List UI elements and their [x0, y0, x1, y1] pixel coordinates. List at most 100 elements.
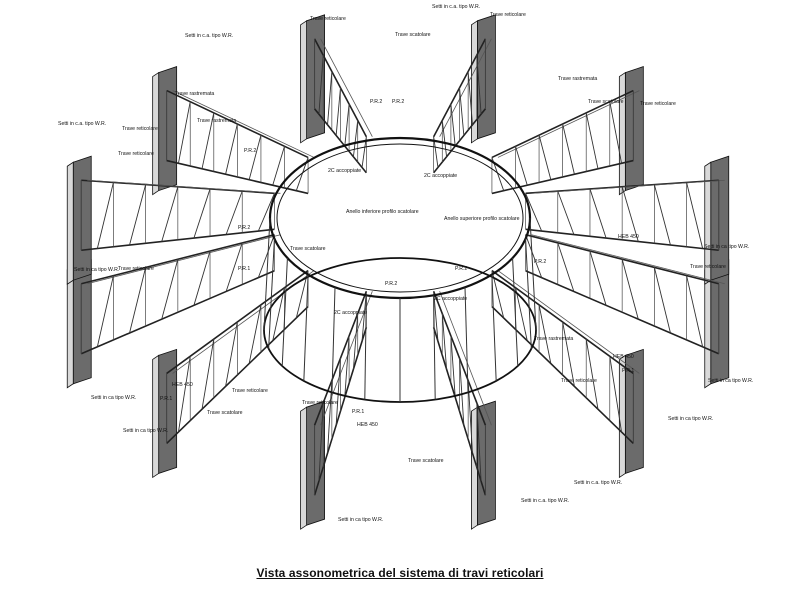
ring-post [433, 295, 436, 400]
truss-beam [166, 269, 315, 444]
wall-side [471, 406, 478, 530]
label-heb450-left: HEB 450 [172, 382, 193, 388]
web-member [525, 193, 543, 232]
concrete-wall [152, 66, 178, 196]
truss-beam [166, 89, 315, 195]
web-member [459, 358, 465, 426]
label-trave-rastremata-left: Trave rastremata [175, 91, 214, 97]
top-chord-inner [497, 90, 640, 158]
truss-beam [313, 290, 373, 496]
ring-post [281, 257, 288, 367]
truss-beam [432, 290, 492, 496]
web-member [352, 120, 359, 157]
ring-post [268, 238, 275, 349]
top-chord-inner [531, 234, 725, 285]
wall-side [300, 20, 307, 144]
label-pr1-left: P.R.1 [238, 266, 250, 272]
web-member [589, 250, 607, 306]
ring-post [263, 217, 271, 331]
label-setti-ca-tipo-wr-a: Setti in c.a. tipo W.R. [185, 33, 233, 39]
web-member [653, 267, 671, 334]
concrete-wall [66, 259, 92, 389]
web-member [476, 55, 482, 115]
top-chord-inner [320, 38, 373, 137]
label-pr1-bottom: P.R.1 [352, 409, 364, 415]
web-member [96, 182, 114, 249]
web-member [335, 358, 341, 426]
web-member [686, 182, 704, 249]
concrete-wall [471, 14, 496, 144]
truss-beam [80, 179, 281, 252]
concrete-wall [300, 400, 325, 530]
web-member [327, 71, 333, 125]
ring-post [491, 274, 497, 381]
concrete-wall [471, 400, 496, 530]
web-member [248, 135, 262, 180]
web-member [585, 112, 599, 169]
label-trave-reticolare-left3: Trave reticolare [232, 388, 268, 394]
label-pr2-top-left: P.R.2 [370, 99, 382, 105]
web-member [352, 313, 359, 370]
wall-face [710, 155, 730, 281]
wall-side [300, 406, 307, 530]
label-setti-ca-tipo-wr-bottom: Setti in ca tipo W.R. [338, 517, 383, 523]
web-member [177, 101, 191, 164]
web-member [248, 304, 262, 364]
web-member [193, 188, 211, 239]
web-member [129, 184, 147, 246]
web-member [201, 339, 215, 410]
upper-ring-inner [276, 143, 524, 293]
ring-post [464, 287, 469, 393]
top-chord-inner [172, 90, 315, 158]
ring-post [512, 257, 519, 367]
label-trave-reticolare-left: Trave reticolare [118, 151, 154, 157]
web-member [585, 339, 599, 410]
label-heb450-right: HEB 450 [618, 234, 639, 240]
label-trave-reticolare-bottom: Trave reticolare [302, 400, 338, 406]
wall-face [72, 155, 92, 281]
wall-face [158, 66, 178, 192]
label-pr2-center: P.R.2 [385, 281, 397, 287]
truss-beams [80, 38, 725, 496]
top-chord-inner [439, 38, 492, 137]
wall-face [624, 66, 644, 192]
label-setti-ca-tipo-wr-left3: Setti in ca tipo W.R. [91, 395, 136, 401]
web-member [459, 87, 465, 136]
truss-beam [491, 89, 640, 195]
label-pr2-left: P.R.2 [244, 148, 256, 154]
label-anello-inferiore: Anello inferiore profilo scatolare [346, 209, 419, 215]
web-member [441, 313, 448, 370]
label-trave-reticolare-right2: Trave reticolare [690, 264, 726, 270]
wall-side [471, 20, 478, 144]
concrete-wall [152, 348, 178, 479]
top-chord-inner [320, 291, 373, 426]
web-member [177, 356, 191, 433]
web-member [562, 321, 575, 387]
web-member [467, 71, 473, 125]
web-member [653, 184, 671, 246]
label-pr2-top-right: P.R.2 [392, 99, 404, 105]
truss-beam [525, 233, 725, 355]
web-member [257, 234, 275, 278]
top-chord-inner [439, 291, 492, 426]
label-setti-ca-tipo-wr-left: Setti in c.a. tipo W.R. [58, 121, 106, 127]
web-member [441, 120, 448, 157]
label-pr1-right: P.R.1 [622, 368, 634, 374]
web-member [621, 259, 639, 320]
ring-post [364, 295, 367, 400]
label-setti-ca-tipo-wr-right3: Setti in ca tipo W.R. [668, 416, 713, 422]
top-chord-inner [531, 179, 725, 194]
truss-beam [80, 233, 281, 355]
web-member [361, 291, 367, 342]
label-setti-ca-tipo-wr-right: Setti in ca tipo W.R. [704, 244, 749, 250]
label-c2-accoppiate-center-right: 2C accoppiate [434, 296, 467, 302]
concrete-wall [618, 348, 644, 479]
label-trave-reticolare-top: Trave reticolare [310, 16, 346, 22]
ring-post [303, 274, 309, 381]
label-heb450-right2: HEB 450 [613, 354, 634, 360]
ring-post [331, 287, 336, 393]
web-member [225, 321, 238, 387]
concrete-wall [66, 155, 92, 285]
central-rings [263, 136, 537, 403]
web-member [318, 55, 324, 115]
